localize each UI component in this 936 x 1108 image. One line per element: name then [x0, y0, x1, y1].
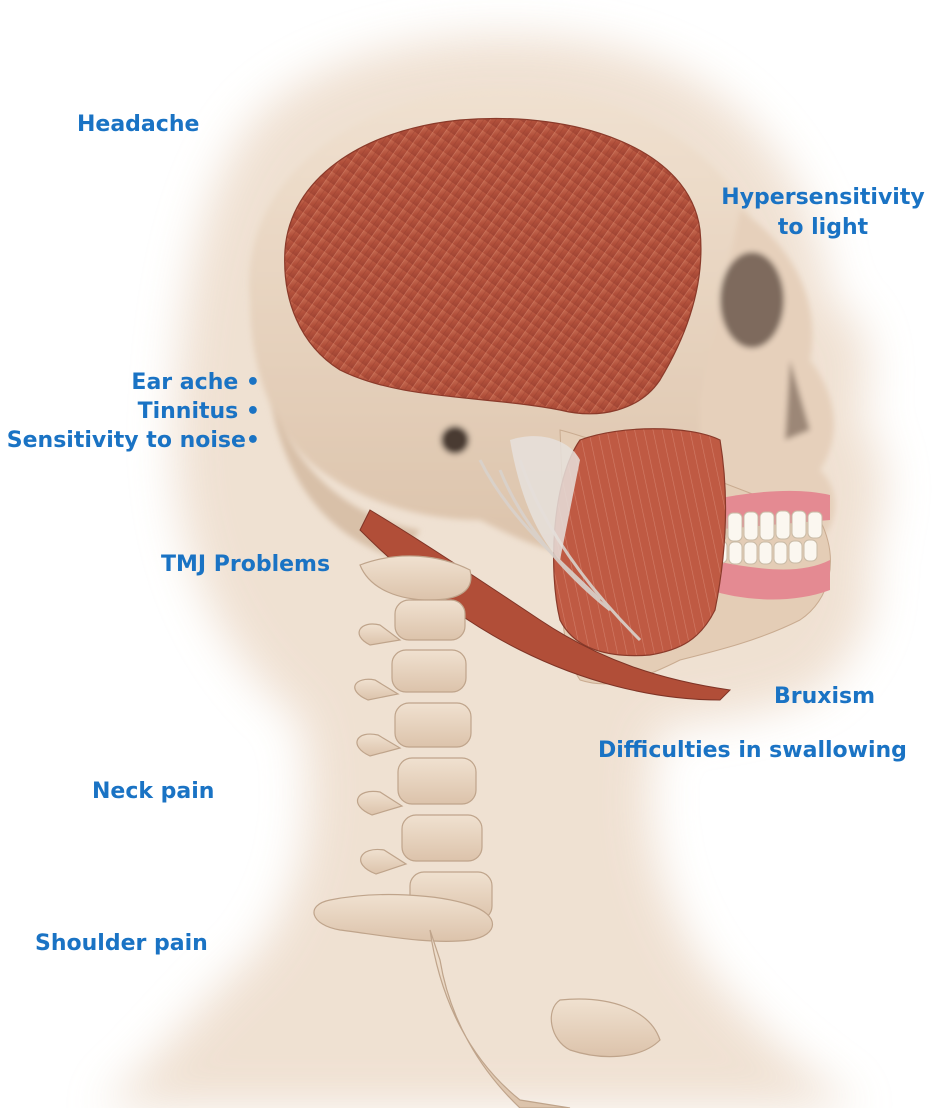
- label-hypersensitivity-line2: to light: [718, 213, 928, 243]
- label-bruxism: Bruxism: [774, 682, 875, 712]
- label-shoulder-pain: Shoulder pain: [35, 929, 208, 959]
- label-ear-symptoms: Ear ache • Tinnitus • Sensitivity to noi…: [4, 368, 260, 455]
- label-hypersensitivity-line1: Hypersensitivity: [718, 183, 928, 213]
- label-sensitivity-noise: Sensitivity to noise•: [4, 426, 260, 455]
- label-tmj: TMJ Problems: [161, 550, 330, 580]
- label-hypersensitivity: Hypersensitivity to light: [718, 183, 928, 243]
- label-swallowing: Difficulties in swallowing: [598, 736, 907, 766]
- label-headache: Headache: [77, 110, 199, 140]
- temporalis-muscle: [285, 118, 701, 413]
- label-ear-ache: Ear ache •: [4, 368, 260, 397]
- label-tinnitus: Tinnitus •: [4, 397, 260, 426]
- label-neck-pain: Neck pain: [92, 777, 214, 807]
